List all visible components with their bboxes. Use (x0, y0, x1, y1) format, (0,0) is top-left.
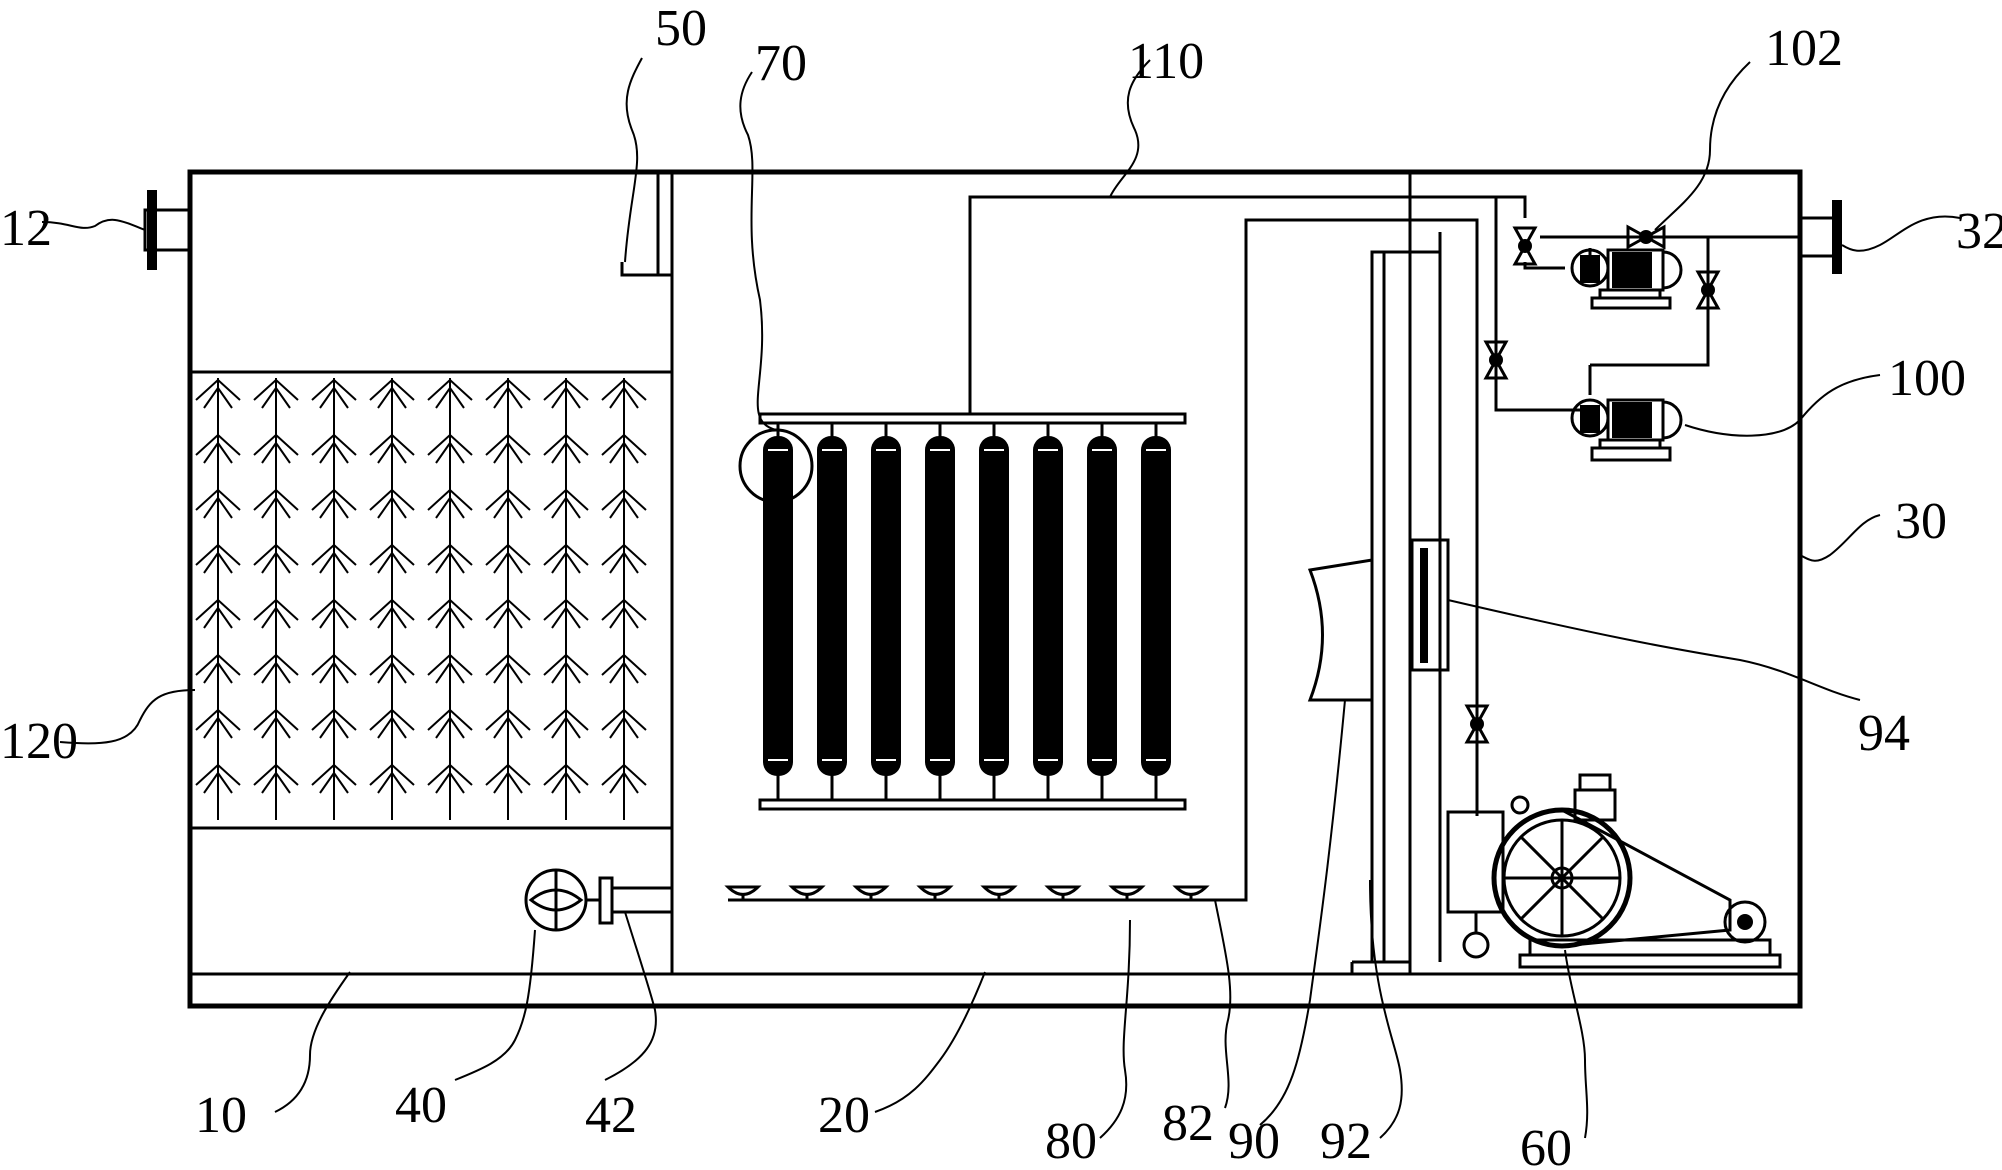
valves (1464, 224, 1721, 744)
label-42: 42 (585, 1087, 637, 1144)
aeration-diffusers (724, 885, 1230, 902)
label-50: 50 (655, 0, 707, 57)
blower (1446, 773, 1782, 969)
label-102: 102 (1765, 20, 1843, 77)
label-94: 94 (1858, 705, 1910, 762)
pump-lower (1570, 398, 1683, 462)
pump-upper (1570, 248, 1683, 310)
label-60: 60 (1520, 1120, 1572, 1170)
leader-lines (41, 57, 1961, 1139)
label-80: 80 (1045, 1113, 1097, 1170)
label-110: 110 (1128, 33, 1204, 90)
membrane-modules (758, 412, 1187, 811)
level-sensor (1307, 232, 1450, 974)
overflow-weir (620, 262, 672, 277)
label-100: 100 (1888, 350, 1966, 407)
label-32: 32 (1956, 203, 2002, 260)
label-10: 10 (195, 1087, 247, 1144)
return-pump (524, 868, 672, 932)
label-120: 120 (0, 713, 78, 770)
inlet-flange (143, 190, 192, 270)
label-92: 92 (1320, 1113, 1372, 1170)
piping (968, 195, 1800, 902)
outlet-flange (1798, 200, 1842, 274)
label-12: 12 (0, 200, 52, 257)
filter-media (195, 378, 647, 820)
label-70: 70 (755, 35, 807, 92)
label-20: 20 (818, 1087, 870, 1144)
tank-outline (187, 169, 1803, 1009)
label-82: 82 (1162, 1095, 1214, 1152)
label-90: 90 (1228, 1113, 1280, 1170)
label-40: 40 (395, 1077, 447, 1134)
label-30: 30 (1895, 493, 1947, 550)
